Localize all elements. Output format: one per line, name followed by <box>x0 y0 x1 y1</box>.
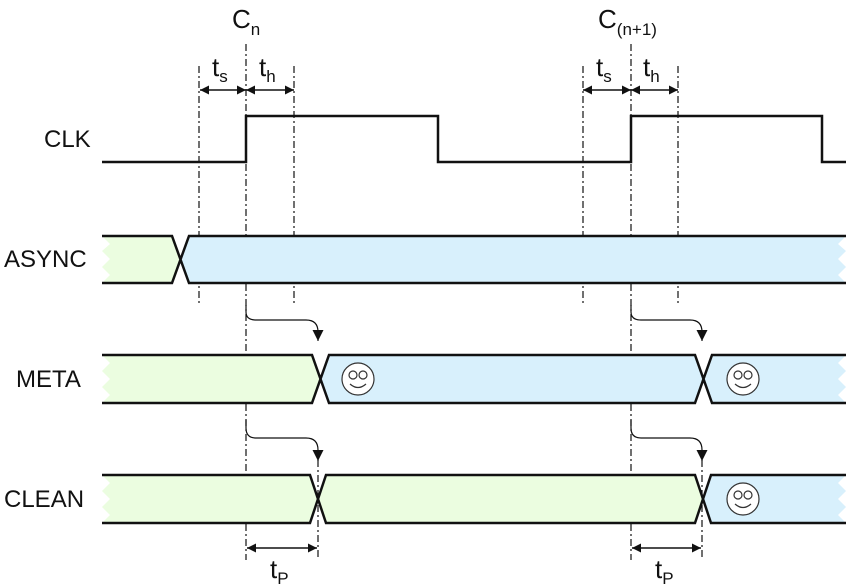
clean-old-segment-1 <box>102 475 318 523</box>
meta-metastable-segment <box>321 355 704 403</box>
meta-old-segment <box>102 355 321 403</box>
propagation-time-label-1: tP <box>270 554 289 587</box>
clean-old-segment-2 <box>318 475 703 523</box>
meta-resolved-segment <box>704 355 846 403</box>
clk-waveform <box>102 114 846 164</box>
hold-time-label-2: th <box>643 52 660 86</box>
async-new-segment <box>181 236 846 283</box>
hold-time-label-1: th <box>259 52 276 86</box>
smiley-icon <box>341 362 375 396</box>
clock-edge-label-cn: Cn <box>232 4 260 39</box>
setup-time-label-1: ts <box>212 52 228 86</box>
clock-edge-label-cn1: C(n+1) <box>598 4 657 39</box>
async-bus <box>102 234 846 285</box>
async-old-segment <box>102 236 181 283</box>
causal-arrow-cn1-to-meta <box>630 305 708 341</box>
smiley-icon <box>726 482 760 516</box>
signal-label-meta: META <box>16 366 81 393</box>
setup-time-label-2: ts <box>596 52 612 86</box>
clean-new-segment <box>703 475 846 523</box>
signal-label-clk: CLK <box>44 126 91 153</box>
causal-arrow-cn-to-clean <box>245 420 324 461</box>
causal-arrow-cn-to-meta <box>245 305 324 341</box>
smiley-icon <box>726 362 760 396</box>
propagation-time-label-2: tP <box>655 554 674 587</box>
causal-arrow-cn1-to-clean <box>630 420 708 461</box>
signal-label-async: ASYNC <box>4 246 87 273</box>
signal-label-clean: CLEAN <box>4 486 84 513</box>
